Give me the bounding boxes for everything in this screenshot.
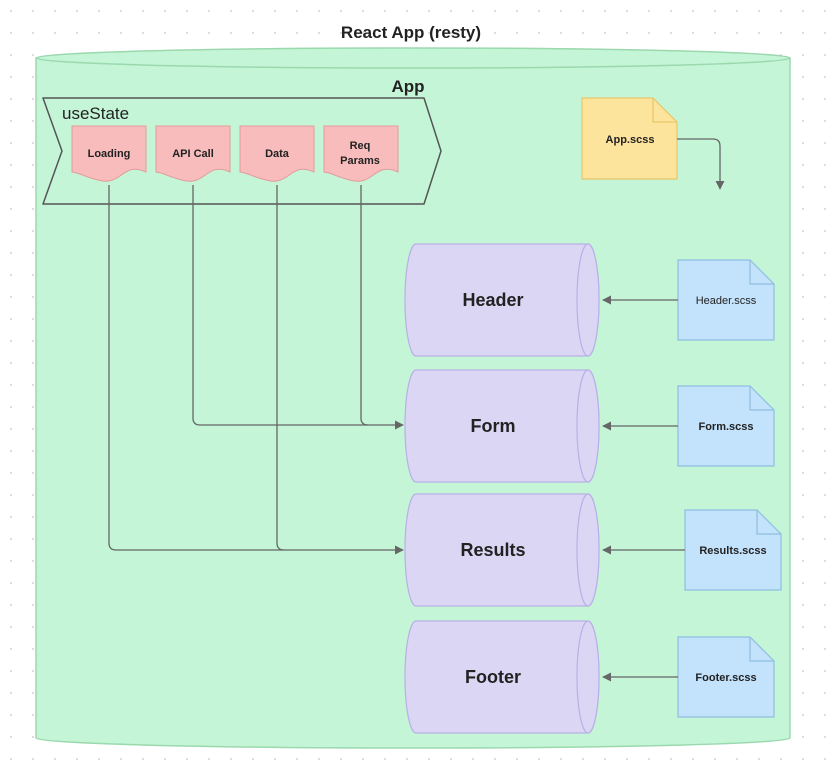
state-item-data[interactable]: Data [239,125,315,182]
component-label: Form [471,416,516,436]
state-item-label: Loading [88,148,131,160]
loading-to-results-arrow [108,185,404,555]
state-connectors [108,185,404,555]
state-item-label: API Call [172,148,214,160]
form-scss-file[interactable]: Form.scss [677,385,775,467]
component-label: Header [462,290,523,310]
diagram-title: React App (resty) [341,23,481,42]
component-label: Footer [465,667,521,687]
component-header[interactable]: Header [404,243,600,357]
file-label: App.scss [606,134,655,146]
component-results[interactable]: Results [404,493,600,607]
file-label: Footer.scss [695,672,756,684]
header-scss-file[interactable]: Header.scss [677,259,775,341]
data-to-results-arrow [276,185,285,551]
component-label: Results [460,540,525,560]
state-item-loading[interactable]: Loading [71,125,147,182]
state-item-req-params[interactable]: Req Params [323,125,399,182]
component-form[interactable]: Form [404,369,600,483]
app-label: App [391,77,424,96]
component-footer[interactable]: Footer [404,620,600,734]
file-label: Form.scss [698,421,753,433]
state-item-label: Data [265,148,290,160]
results-scss-file[interactable]: Results.scss [684,509,782,591]
style-connectors [602,295,685,682]
api-call-to-form-arrow [192,185,404,430]
app-scss-file[interactable]: App.scss [581,97,678,180]
app-scss-connector [677,138,725,190]
file-label: Results.scss [699,545,766,557]
file-label: Header.scss [696,295,757,307]
state-item-label: Req [350,140,371,152]
state-item-label: Params [340,155,380,167]
use-state-label: useState [62,104,129,123]
state-item-api-call[interactable]: API Call [155,125,231,182]
use-state-group [42,97,442,205]
req-params-to-form-arrow [360,185,369,426]
footer-scss-file[interactable]: Footer.scss [677,636,775,718]
